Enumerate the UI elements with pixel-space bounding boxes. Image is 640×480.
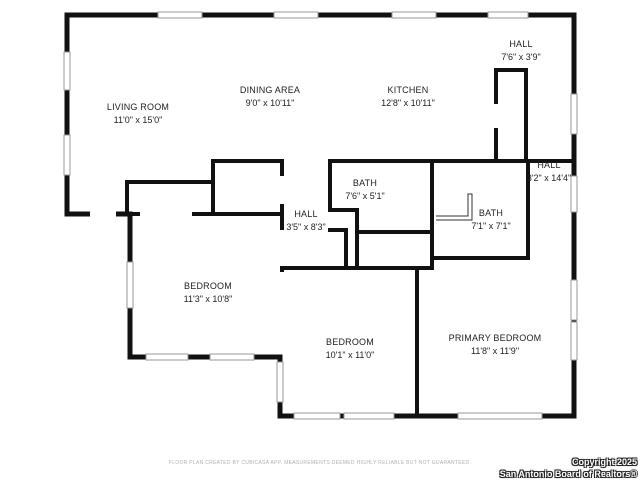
tub-outline	[436, 193, 473, 221]
floor-plan-credit: FLOOR PLAN CREATED BY CUBICASA APP. MEAS…	[168, 460, 472, 466]
room-label-dining-area: DINING AREA 9'0" x 10'11"	[240, 84, 300, 110]
room-name: BATH	[352, 178, 378, 188]
room-label-living-room: LIVING ROOM 11'0" x 15'0"	[107, 101, 169, 127]
room-name: DINING AREA	[239, 85, 301, 95]
room-dimensions: 11'3" x 10'8"	[183, 294, 233, 304]
room-name: HALL	[509, 39, 533, 49]
room-name: KITCHEN	[387, 85, 429, 95]
room-name: BEDROOM	[326, 337, 374, 347]
room-dimensions: 11'0" x 15'0"	[113, 115, 163, 125]
room-name: BATH	[478, 208, 504, 218]
room-label-bedroom-center: BEDROOM 10'1" x 11'0"	[326, 336, 375, 362]
room-dimensions: 10'1" x 11'0"	[325, 350, 375, 360]
room-dimensions: 9'0" x 10'11"	[245, 98, 295, 108]
room-name: HALL	[537, 160, 561, 170]
room-dimensions: 3'2" x 14'4"	[526, 173, 572, 183]
room-dimensions: 7'1" x 7'1"	[471, 221, 511, 231]
room-label-primary-bedroom: PRIMARY BEDROOM 11'8" x 11'9"	[449, 332, 542, 358]
windows	[63, 11, 578, 420]
room-label-hall-right: HALL 3'2" x 14'4"	[527, 159, 571, 185]
room-label-hall-center: HALL 3'5" x 8'3"	[286, 208, 325, 234]
room-dimensions: 3'5" x 8'3"	[286, 222, 326, 232]
room-name: PRIMARY BEDROOM	[448, 333, 542, 343]
room-label-bath-1: BATH 7'6" x 5'1"	[345, 177, 384, 203]
room-label-kitchen: KITCHEN 12'8" x 10'11"	[381, 84, 435, 110]
room-dimensions: 7'6" x 5'1"	[345, 191, 385, 201]
doorway-gaps	[90, 104, 502, 266]
interior-walls	[125, 68, 576, 418]
room-dimensions: 12'8" x 10'11"	[381, 98, 435, 108]
room-name: HALL	[294, 209, 318, 219]
room-dimensions: 7'6" x 3'9"	[501, 52, 541, 62]
copyright-holder: San Antonio Board of Realtors®	[499, 469, 637, 479]
room-dimensions: 11'8" x 11'9"	[470, 346, 520, 356]
room-name: BEDROOM	[184, 281, 232, 291]
room-label-hall-top: HALL 7'6" x 3'9"	[501, 38, 540, 64]
room-label-bedroom-left: BEDROOM 11'3" x 10'8"	[184, 280, 233, 306]
room-name: LIVING ROOM	[106, 102, 170, 112]
copyright-year: Copyright 2025	[571, 457, 637, 467]
room-label-bath-2: BATH 7'1" x 7'1"	[471, 207, 510, 233]
